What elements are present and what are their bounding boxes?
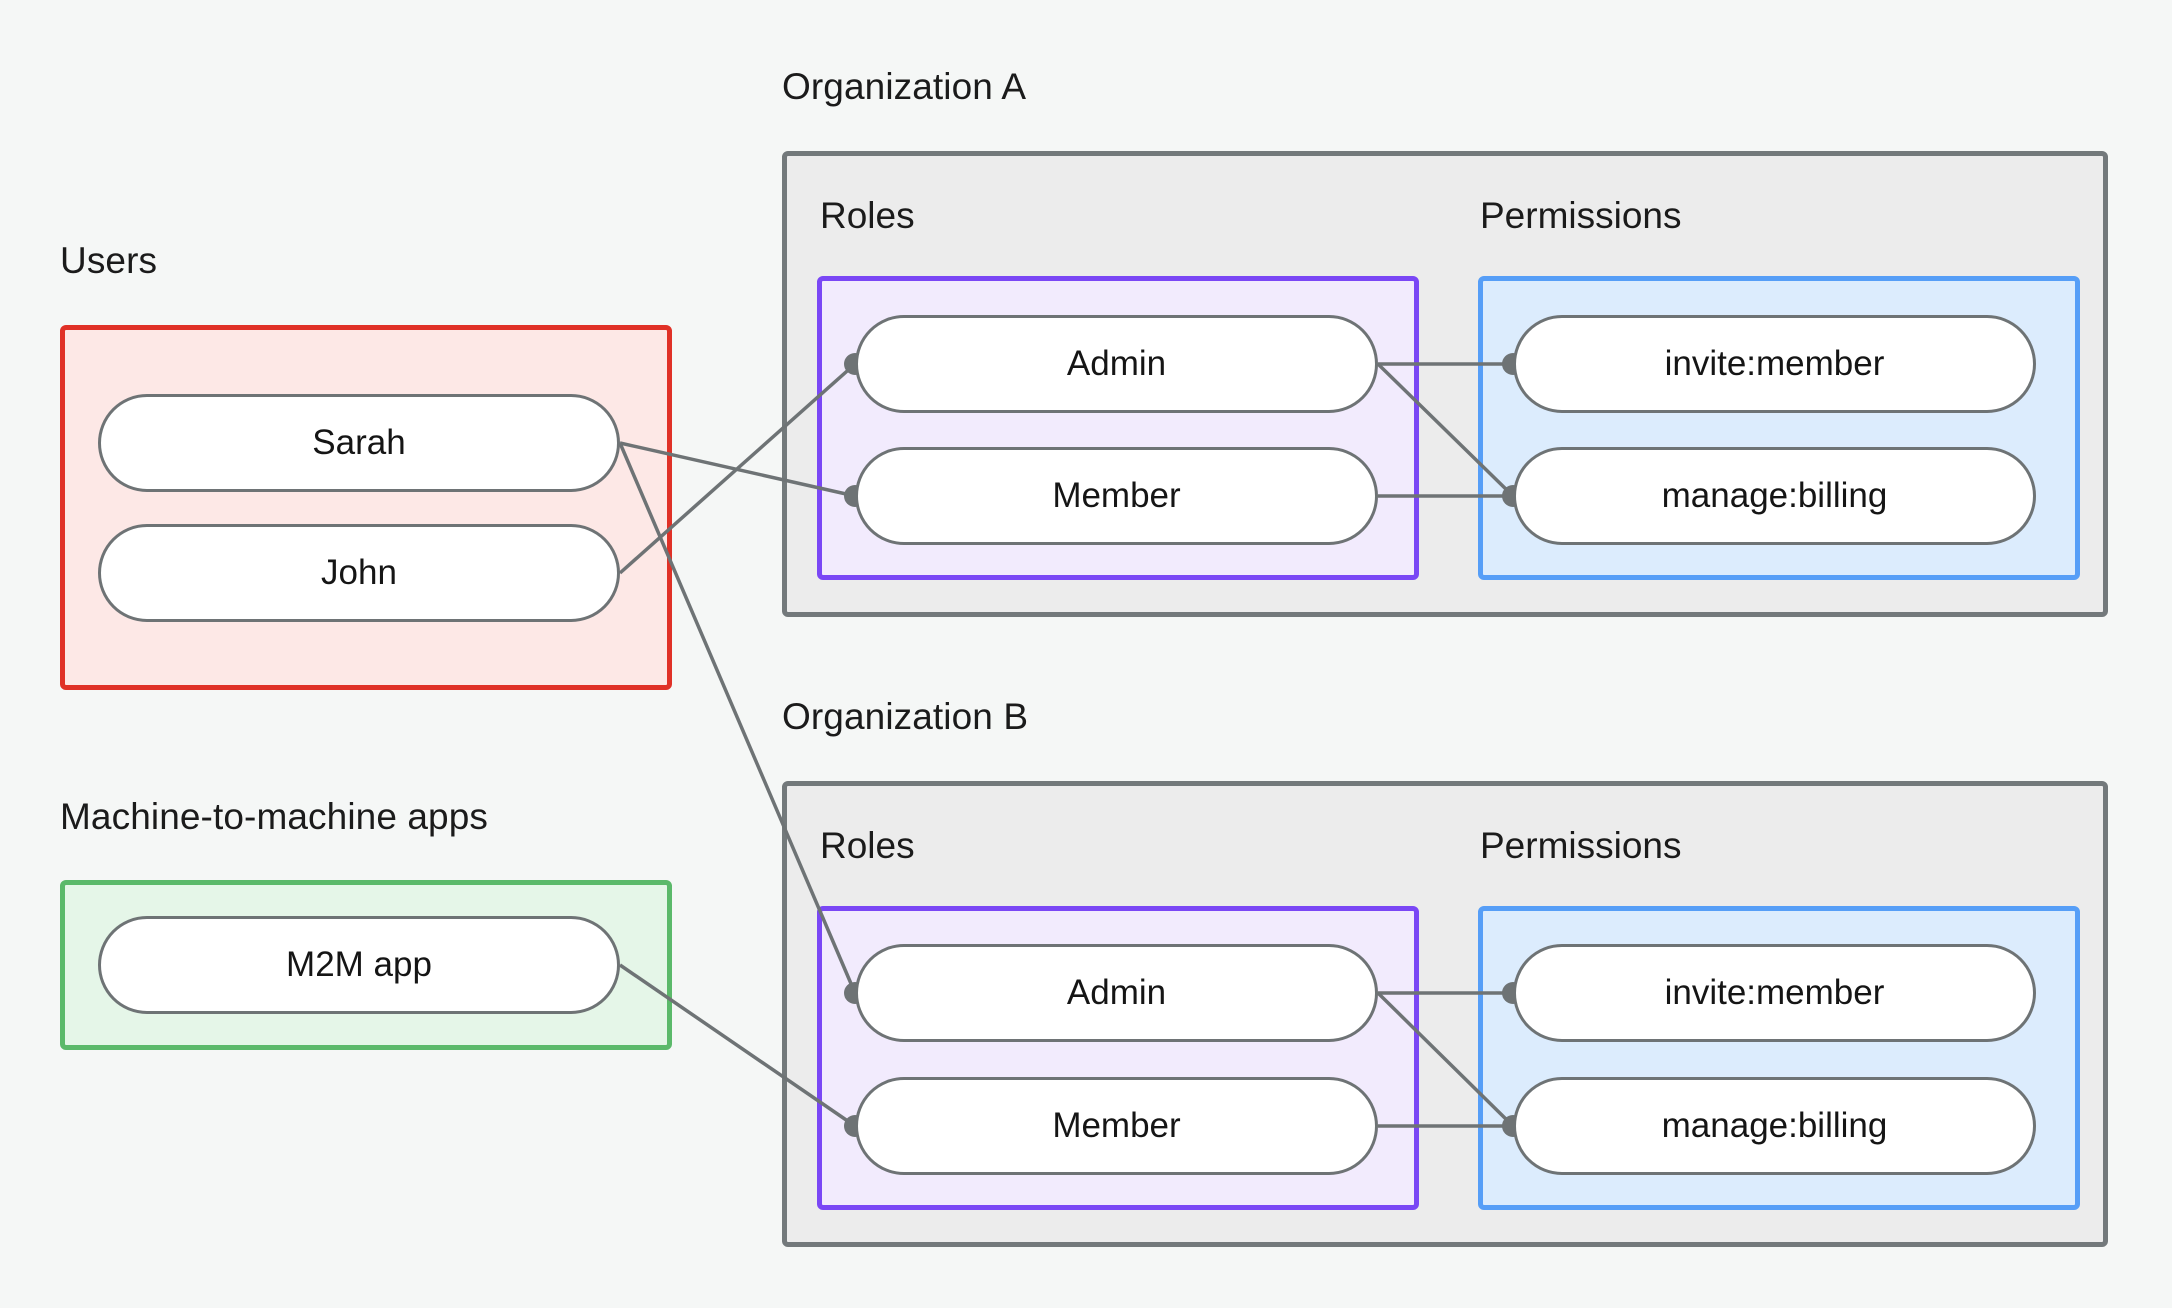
m2m-node-app[interactable]: M2M app <box>98 916 620 1014</box>
org-a-permission-manage-billing[interactable]: manage:billing <box>1513 447 2036 545</box>
org-a-role-admin[interactable]: Admin <box>855 315 1378 413</box>
org-a-permissions-label: Permissions <box>1480 195 1682 236</box>
org-b-permission-manage-billing[interactable]: manage:billing <box>1513 1077 2036 1175</box>
users-group-box <box>60 325 672 690</box>
org-a-label: Organization A <box>782 66 1027 107</box>
user-node-john[interactable]: John <box>98 524 620 622</box>
user-node-sarah[interactable]: Sarah <box>98 394 620 492</box>
org-b-roles-label: Roles <box>820 825 915 866</box>
org-b-permission-invite-member[interactable]: invite:member <box>1513 944 2036 1042</box>
org-b-role-member[interactable]: Member <box>855 1077 1378 1175</box>
org-b-role-admin[interactable]: Admin <box>855 944 1378 1042</box>
org-b-label: Organization B <box>782 696 1029 737</box>
users-group-label: Users <box>60 240 158 281</box>
org-a-role-member[interactable]: Member <box>855 447 1378 545</box>
org-a-roles-label: Roles <box>820 195 915 236</box>
m2m-group-label: Machine-to-machine apps <box>60 796 489 837</box>
org-b-permissions-label: Permissions <box>1480 825 1682 866</box>
org-a-permission-invite-member[interactable]: invite:member <box>1513 315 2036 413</box>
